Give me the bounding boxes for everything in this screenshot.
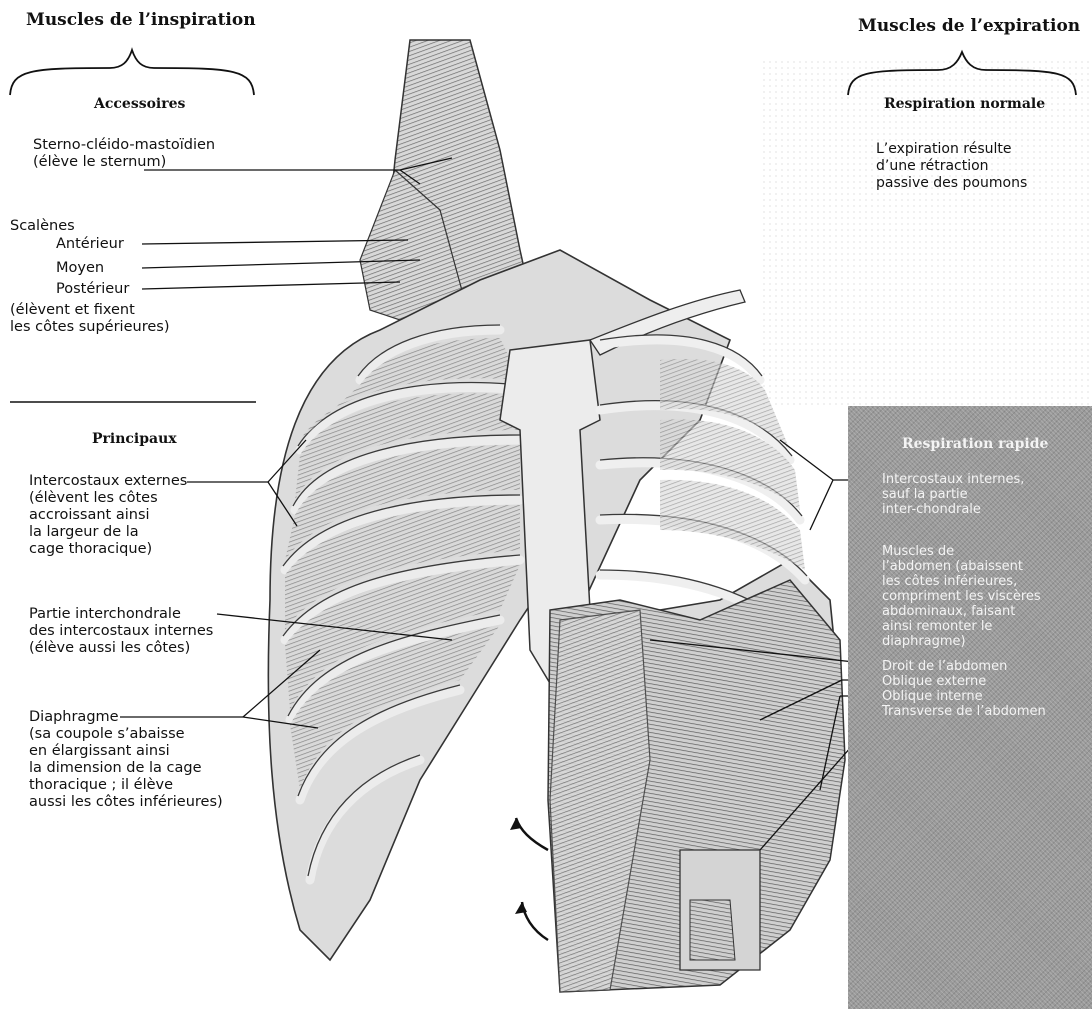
scalenes-note: (élèvent et fixent les côtes supérieures… xyxy=(10,302,169,336)
respiration-normale-text: L’expiration résulte d’une rétraction pa… xyxy=(876,141,1027,192)
anterieur-label: Antérieur xyxy=(56,236,124,253)
principaux-heading: Principaux xyxy=(92,431,177,447)
inspiration-title: Muscles de l’inspiration xyxy=(26,10,256,30)
scalenes-label: Scalènes xyxy=(10,218,75,235)
posterieur-label: Postérieur xyxy=(56,281,129,298)
accessoires-heading: Accessoires xyxy=(94,96,185,112)
left-brace xyxy=(10,50,254,95)
arrow-upper xyxy=(516,818,548,850)
respiration-rapide-heading: Respiration rapide xyxy=(902,436,1048,452)
expiration-title: Muscles de l’expiration xyxy=(858,16,1080,36)
intercostaux-externes-label: Intercostaux externes (élèvent les côtes… xyxy=(29,473,187,558)
muscles-abdomen-label: Muscles de l’abdomen (abaissent les côte… xyxy=(882,544,1041,649)
respiration-normale-heading: Respiration normale xyxy=(884,96,1045,112)
arrow-lower xyxy=(522,902,548,940)
transverse-inner xyxy=(690,900,735,960)
moyen-label: Moyen xyxy=(56,260,104,277)
droit-abdomen-label: Droit de l’abdomen xyxy=(882,659,1007,674)
sterno-label: Sterno-cléido-mastoïdien (élève le stern… xyxy=(33,137,215,171)
respiration-rapide-panel: Respiration rapide Intercostaux internes… xyxy=(848,406,1092,1009)
intercostaux-internes-label: Intercostaux internes, sauf la partie in… xyxy=(882,472,1024,517)
interchondrale-label: Partie interchondrale des intercostaux i… xyxy=(29,606,213,657)
oblique-externe-label: Oblique externe xyxy=(882,674,986,689)
transverse-abdomen-label: Transverse de l’abdomen xyxy=(882,704,1046,719)
diaphragme-label: Diaphragme (sa coupole s’abaisse en élar… xyxy=(29,709,223,811)
oblique-interne-label: Oblique interne xyxy=(882,689,983,704)
